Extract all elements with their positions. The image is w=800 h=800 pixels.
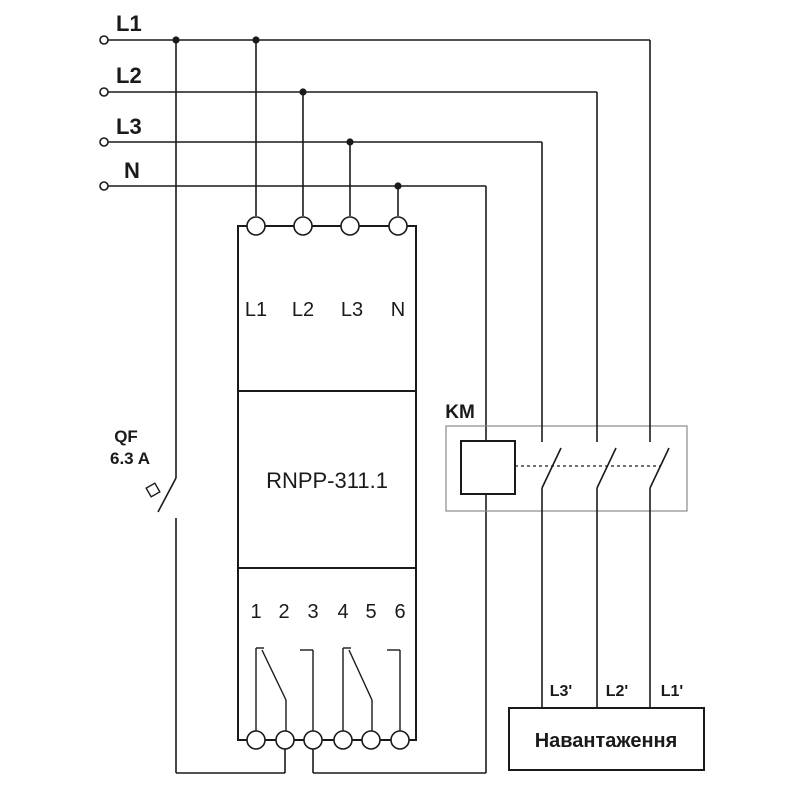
relay-terminal-5: [361, 730, 381, 750]
relay-terminal-l1: [246, 216, 266, 236]
relay-middle-section: [237, 390, 417, 569]
relay-output-label-2: 2: [278, 601, 289, 623]
terminal-l2: [99, 87, 109, 97]
relay-input-label-n: N: [391, 299, 405, 321]
load-phase-label-l2: L2': [606, 683, 628, 700]
coil-return-wire: [312, 494, 487, 774]
supply-lines: [99, 35, 650, 191]
relay-terminal-4: [333, 730, 353, 750]
relay-output-label-4: 4: [337, 601, 348, 623]
relay-terminal-1: [246, 730, 266, 750]
supply-label-l3: L3: [116, 114, 142, 139]
terminal-l1: [99, 35, 109, 45]
supply-label-n: N: [124, 158, 140, 183]
relay-rnpp: RNPP-311.1 L1 L2 L3 N 1 2 3 4 5 6: [237, 216, 417, 750]
relay-input-label-l3: L3: [341, 299, 363, 321]
relay-bottom-section: [237, 567, 417, 741]
relay-terminal-l2: [293, 216, 313, 236]
junction-dots: [172, 36, 402, 190]
breaker-rating-label: 6.3 A: [110, 449, 150, 468]
load-phase-label-l3: L3': [550, 683, 572, 700]
relay-terminal-2: [275, 730, 295, 750]
contactor-housing: [445, 425, 688, 512]
relay-terminal-n: [388, 216, 408, 236]
contactor-coil: [460, 440, 516, 495]
breaker-name-label: QF: [114, 427, 138, 446]
supply-label-l2: L2: [116, 63, 142, 88]
contactor-km: [445, 40, 688, 680]
relay-contact-group-2: [342, 647, 401, 731]
relay-output-label-1: 1: [250, 601, 261, 623]
contactor-name-label: KM: [445, 402, 475, 423]
relay-output-label-5: 5: [365, 601, 376, 623]
relay-input-wires: [255, 40, 399, 216]
breaker-qf: [145, 40, 286, 774]
relay-input-label-l2: L2: [292, 299, 314, 321]
load-phase-label-l1: L1': [661, 683, 683, 700]
load-box: [508, 707, 705, 771]
load-label: Навантаження: [535, 730, 678, 752]
relay-output-label-3: 3: [307, 601, 318, 623]
supply-label-l1: L1: [116, 11, 142, 36]
relay-contact-group-1: [255, 647, 314, 731]
relay-terminal-3: [303, 730, 323, 750]
load: Навантаження: [508, 680, 705, 771]
relay-model-label: RNPP-311.1: [266, 468, 388, 493]
relay-terminal-l3: [340, 216, 360, 236]
relay-input-label-l1: L1: [245, 299, 267, 321]
terminal-n: [99, 181, 109, 191]
terminal-l3: [99, 137, 109, 147]
relay-output-label-6: 6: [394, 601, 405, 623]
relay-terminal-6: [390, 730, 410, 750]
